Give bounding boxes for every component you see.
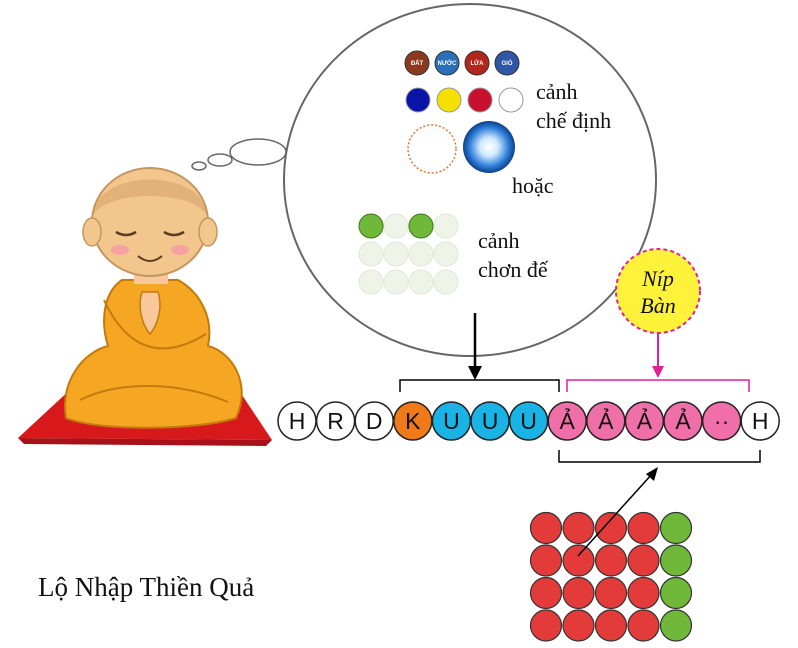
fruition-dot-red <box>594 609 628 642</box>
fruition-dot-red <box>627 511 660 545</box>
fruition-arrow <box>577 467 658 557</box>
dotted-space-circle <box>407 124 457 174</box>
element-disk-3 <box>464 50 490 76</box>
concept-label-1: cảnh <box>536 79 578 104</box>
fruition-dot-green <box>659 576 693 610</box>
fruition-dot-red <box>627 609 660 642</box>
stream-bead-bhavanga <box>740 401 780 441</box>
fruition-mind-grid <box>529 511 693 642</box>
fruition-dot-green <box>659 511 693 545</box>
element-disk-label: GIÓ <box>501 59 512 67</box>
element-disk-label: NƯỚC <box>438 59 457 67</box>
ultimate-reality-grid <box>358 213 459 295</box>
color-dot-1 <box>405 87 431 113</box>
nibbana-line1: Níp <box>641 266 674 291</box>
stream-bead-label: H <box>752 408 769 434</box>
concept-label-2: chế định <box>536 108 611 133</box>
bracket-bottom <box>558 450 761 463</box>
nibbana-arrow <box>652 334 664 378</box>
reality-label-1: cảnh <box>478 228 520 253</box>
reality-dot <box>383 269 409 295</box>
stream-bead-label: U <box>482 408 499 434</box>
stream-bead-label: U <box>520 408 537 434</box>
stream-bead-label: R <box>327 408 344 434</box>
fruition-dot-green <box>659 544 693 577</box>
stream-bead-label: H <box>289 408 306 434</box>
fruition-dot-red <box>562 544 595 577</box>
fruition-dot-red <box>562 576 595 610</box>
fruition-dot-red <box>594 576 628 610</box>
reality-dot <box>408 241 434 267</box>
bracket-top-pink <box>566 379 750 392</box>
fruition-dot-red <box>529 576 563 610</box>
fruition-dot-red <box>594 511 628 545</box>
fruition-dot-red <box>627 544 660 577</box>
reality-dot <box>383 241 409 267</box>
element-disk-label: LỬA <box>471 60 485 67</box>
stream-bead-label: ·· <box>714 408 729 434</box>
reality-dot <box>358 241 384 267</box>
stream-bead-label: Ả <box>560 406 576 434</box>
object-arrow <box>468 313 482 380</box>
thought-bubble <box>283 3 657 357</box>
stream-bead-label: Ả <box>637 406 653 434</box>
reality-dot <box>433 213 459 239</box>
meditating-monk-illustration <box>18 167 272 446</box>
thought-trail <box>191 138 287 171</box>
stream-bead-label: Ả <box>598 406 614 434</box>
fruition-dot-red <box>562 609 595 642</box>
fruition-dot-red <box>529 544 563 577</box>
element-disk-1 <box>404 50 430 76</box>
nibbana-badge: Níp Bàn <box>615 248 701 334</box>
reality-dot <box>358 269 384 295</box>
color-dot-3 <box>467 87 493 113</box>
stream-bead-label: Ả <box>675 406 691 434</box>
diagram-title: Lộ Nhập Thiền Quả <box>38 572 254 602</box>
element-disk-label: ĐẤT <box>411 60 424 67</box>
fruition-dot-red <box>594 544 628 577</box>
stream-bead-label: D <box>366 408 383 434</box>
fruition-dot-red <box>529 609 563 642</box>
color-dot-4 <box>498 87 524 113</box>
bracket-top-black <box>399 379 560 392</box>
reality-label-2: chơn đế <box>478 257 549 282</box>
reality-dot <box>383 213 409 239</box>
stream-bead-label: U <box>443 408 460 434</box>
element-disks: ĐẤT NƯỚC LỬA GIÓ <box>404 50 520 76</box>
or-label: hoặc <box>512 173 554 198</box>
reality-dot <box>408 269 434 295</box>
reality-dot <box>433 241 459 267</box>
fruition-dot-red <box>529 511 563 545</box>
stream-bead-label: K <box>405 408 421 434</box>
reality-dot-active <box>358 213 384 239</box>
element-disk-2 <box>434 50 460 76</box>
element-disk-4 <box>494 50 520 76</box>
color-kasina-dots <box>405 87 524 113</box>
fruition-dot-green <box>659 609 693 642</box>
light-sphere <box>463 121 515 173</box>
fruition-dot-red <box>562 511 595 545</box>
reality-dot <box>433 269 459 295</box>
color-dot-2 <box>436 87 462 113</box>
nibbana-line2: Bàn <box>640 293 675 318</box>
fruition-dot-red <box>627 576 660 610</box>
praying-hands <box>139 291 161 336</box>
reality-dot-active <box>408 213 434 239</box>
